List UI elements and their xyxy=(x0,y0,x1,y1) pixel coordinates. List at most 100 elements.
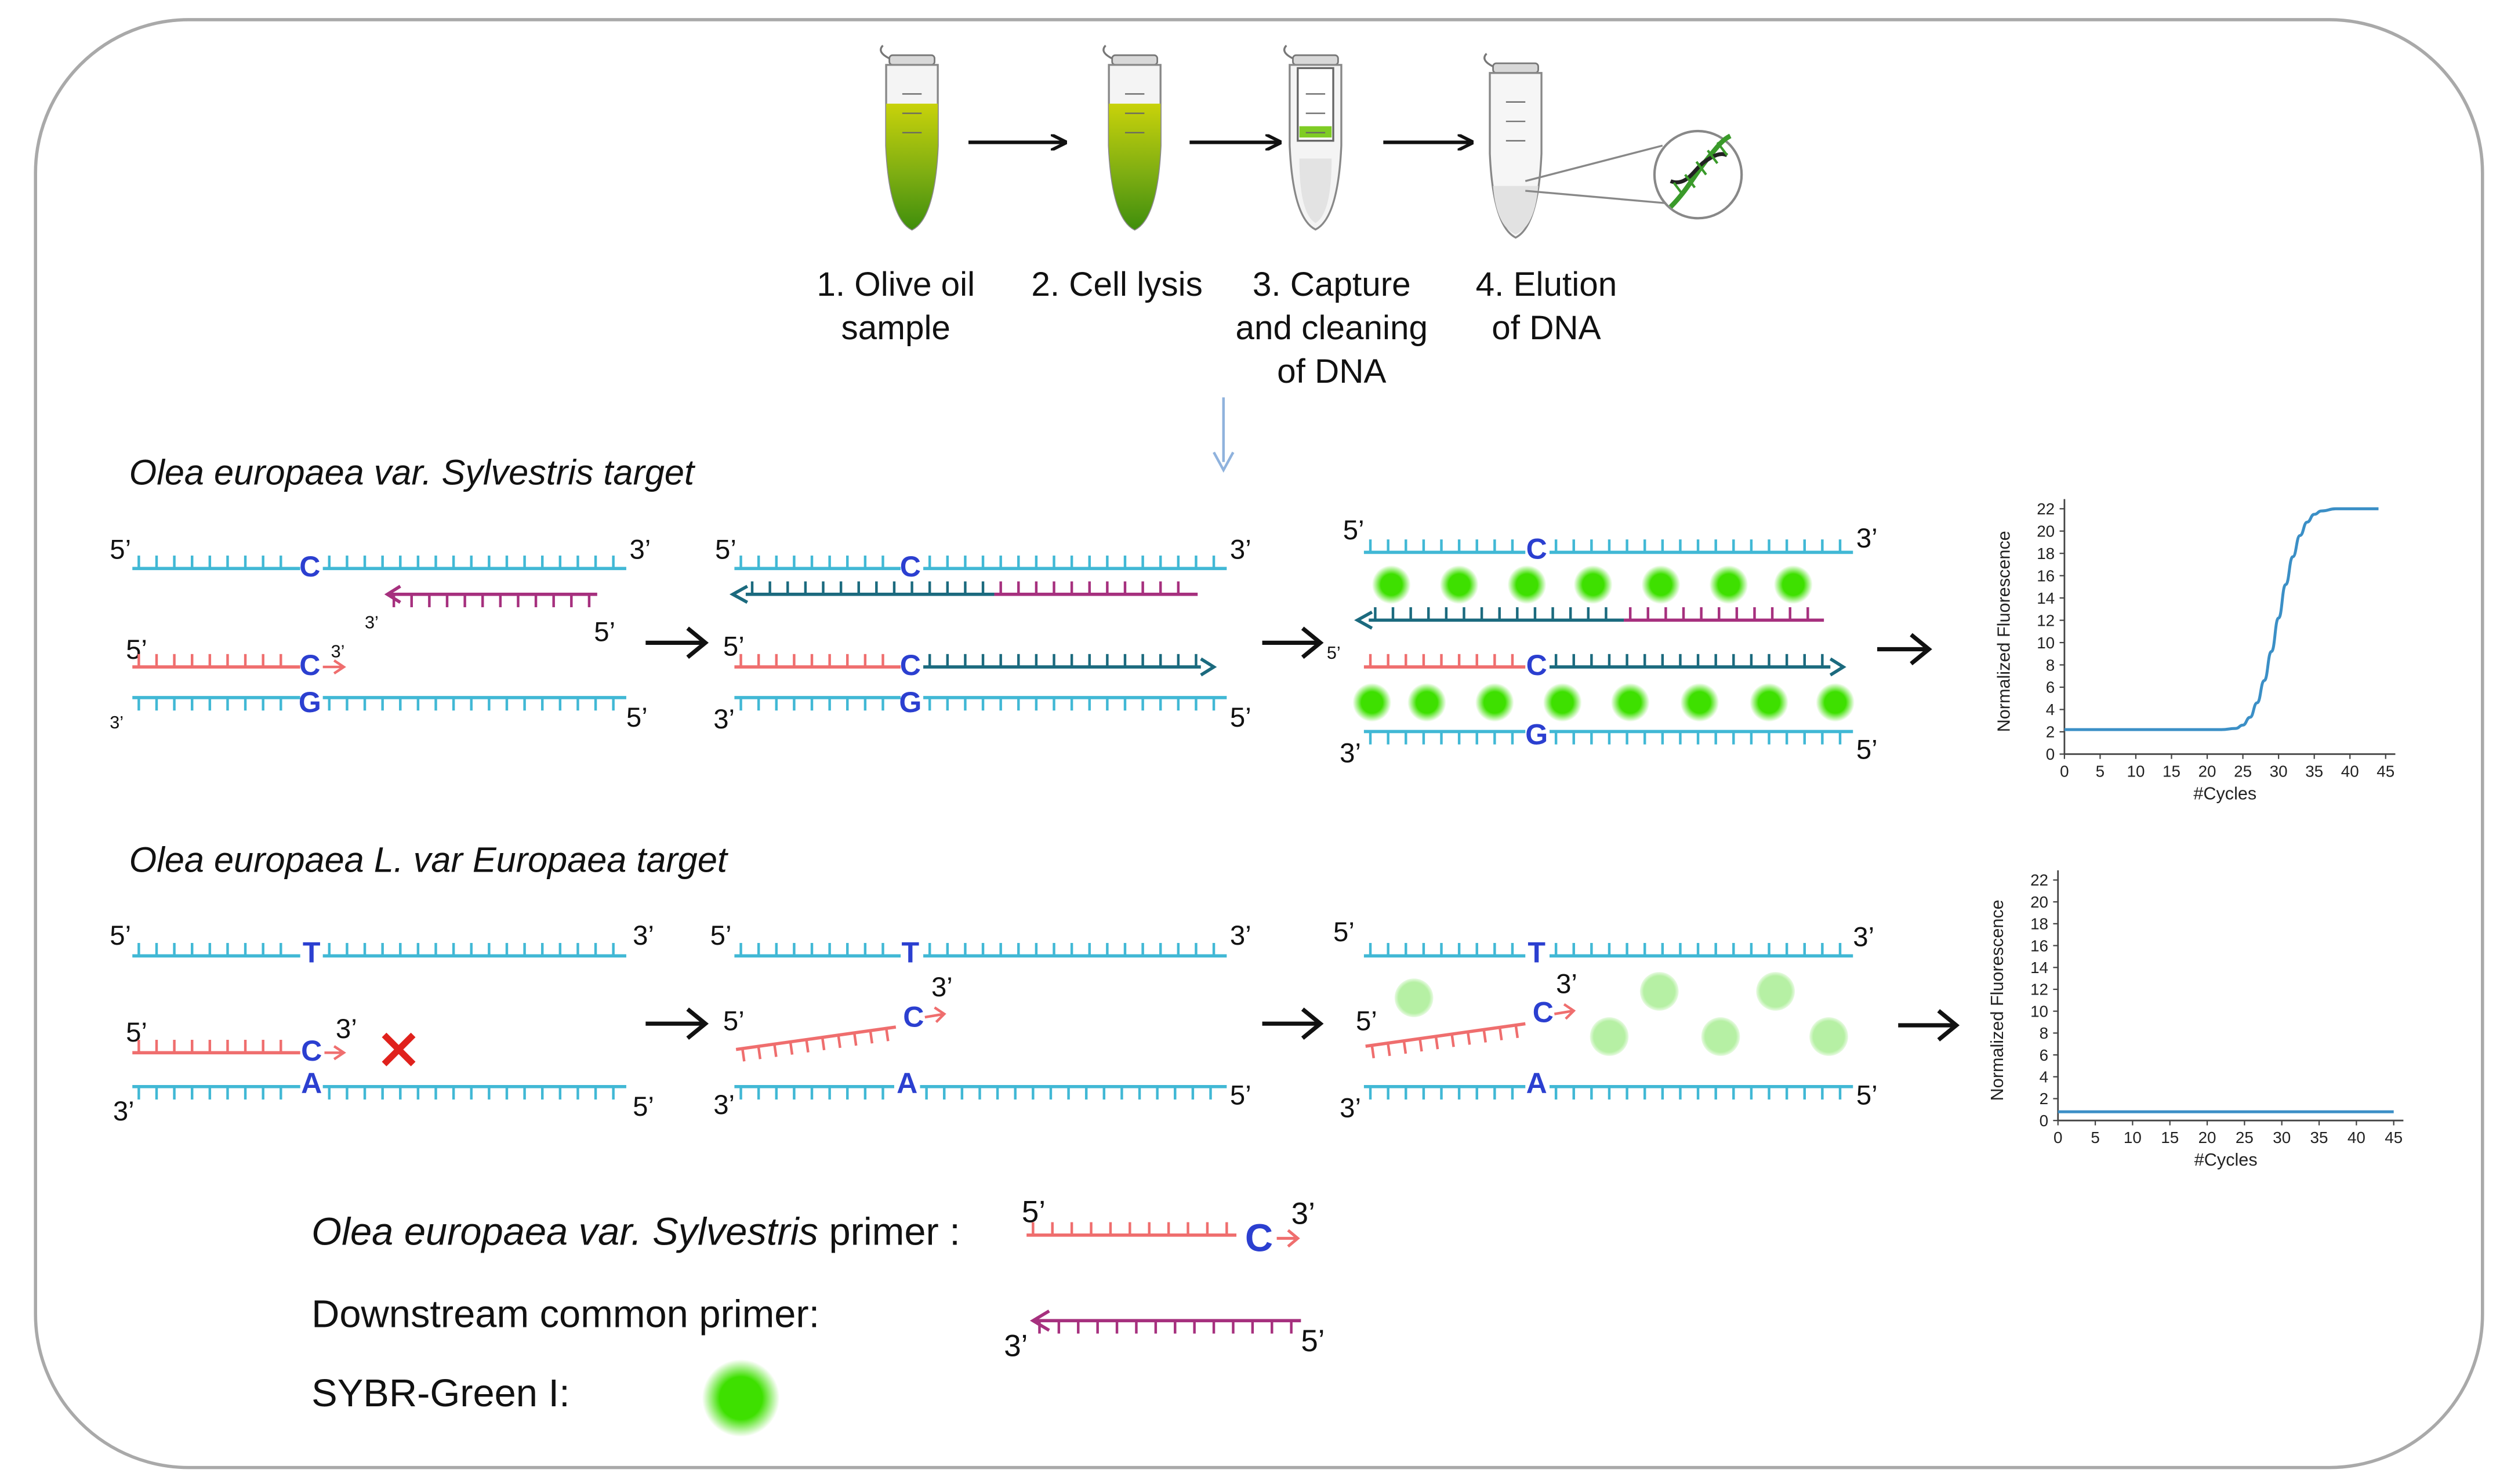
y-tick-label: 6 xyxy=(2040,1046,2048,1064)
template-strand-upper xyxy=(132,556,300,571)
extended-strand xyxy=(923,654,1201,669)
strand-tooth xyxy=(885,1028,890,1042)
three-prime-label: 3’ xyxy=(1856,523,1878,554)
template-strand-lower xyxy=(734,696,901,711)
strand-tooth xyxy=(1402,1040,1407,1054)
sybr-green-dot xyxy=(1507,565,1547,604)
three-prime-label: 3’ xyxy=(1340,1093,1361,1124)
strand-tooth xyxy=(837,1035,841,1048)
y-tick-label: 20 xyxy=(2030,893,2048,911)
sybr-green-dot xyxy=(1756,972,1795,1011)
template-strand-upper xyxy=(1363,539,1526,554)
tilted-primer-group xyxy=(1365,1022,1526,1058)
sybr-green-dot xyxy=(1352,683,1392,722)
template-strand-upper xyxy=(1363,943,1526,958)
sybr-green-dot xyxy=(702,1359,780,1437)
base-letter: A xyxy=(897,1067,917,1100)
template-strand-lower xyxy=(920,1084,1227,1100)
y-tick-label: 10 xyxy=(2030,1002,2048,1020)
legend-sybr-label: SYBR-Green I: xyxy=(311,1372,569,1415)
template-strand-lower xyxy=(322,1084,626,1100)
strand-tooth xyxy=(741,1048,746,1062)
x-tick-label: 20 xyxy=(2198,762,2216,780)
template-strand-lower xyxy=(1363,730,1526,745)
primer-3-arrow xyxy=(324,1045,346,1061)
tube-cap-hinge xyxy=(880,45,890,60)
five-prime-label: 5’ xyxy=(110,535,131,565)
step-arrow-head xyxy=(1301,1007,1324,1040)
legend-common-primer xyxy=(1033,1319,1301,1334)
three-prime-label: 3’ xyxy=(1556,968,1577,999)
legend-common-primer-label: Downstream common primer: xyxy=(311,1293,819,1336)
y-tick-label: 22 xyxy=(2030,871,2048,889)
x-tick-label: 45 xyxy=(2377,762,2394,780)
template-strand-lower xyxy=(734,1084,894,1100)
tube-eluate xyxy=(1299,158,1332,223)
helix-rung xyxy=(1707,150,1719,164)
strand-tooth xyxy=(773,1044,778,1057)
y-tick-label: 2 xyxy=(2046,723,2055,741)
five-prime-label: 5’ xyxy=(1333,917,1355,948)
three-prime-label: 3’ xyxy=(365,612,379,632)
strand-tooth xyxy=(1450,1033,1455,1047)
x-tick-label: 40 xyxy=(2341,762,2359,780)
legend-sylvestris-primer xyxy=(1026,1222,1237,1237)
step-arrow-head xyxy=(1301,626,1324,659)
x-axis-label: #Cycles xyxy=(2193,783,2256,803)
workflow-step-label: of DNA xyxy=(1492,309,1601,347)
base-letter: T xyxy=(901,936,919,968)
base-letter: C xyxy=(299,649,320,681)
five-prime-label: 5’ xyxy=(1230,1080,1251,1111)
three-prime-label: 3’ xyxy=(1340,738,1361,768)
step-arrow-head xyxy=(686,626,709,659)
y-tick-label: 18 xyxy=(2030,915,2048,933)
y-tick-label: 18 xyxy=(2037,545,2055,563)
strand-tooth xyxy=(1514,1025,1519,1039)
strand-tooth xyxy=(1499,1027,1503,1040)
workflow-step-label: sample xyxy=(841,309,950,347)
y-tick-label: 2 xyxy=(2040,1090,2048,1108)
base-letter: C xyxy=(1526,649,1547,681)
five-prime-label: 5’ xyxy=(1856,735,1878,765)
y-tick-label: 14 xyxy=(2037,589,2055,607)
extended-strand xyxy=(1550,654,1831,669)
template-strand-upper xyxy=(923,556,1227,571)
sybr-green-dot xyxy=(1680,683,1719,722)
five-prime-label: 5’ xyxy=(1230,702,1251,733)
tilted-primer-group xyxy=(735,1025,897,1062)
tube-cap xyxy=(1111,54,1159,66)
template-strand-lower xyxy=(132,1084,300,1100)
template-strand-lower xyxy=(923,696,1227,711)
sylvestris-primer xyxy=(734,654,901,669)
strand-tooth xyxy=(1482,1029,1487,1043)
base-letter: G xyxy=(299,686,321,719)
y-tick-label: 10 xyxy=(2037,634,2055,652)
base-letter: C xyxy=(301,1035,322,1067)
legend-primer-label: Olea europaea var. Sylvestris primer : xyxy=(311,1211,960,1254)
base-letter: C xyxy=(900,649,921,681)
y-tick-label: 16 xyxy=(2037,567,2055,585)
sylvestris-primer xyxy=(1363,654,1526,669)
zoom-line xyxy=(1525,190,1672,205)
template-strand-lower xyxy=(1363,1084,1526,1100)
strand-tooth xyxy=(1370,1045,1376,1058)
x-tick-label: 35 xyxy=(2310,1129,2328,1146)
five-prime-label: 5’ xyxy=(1327,643,1341,663)
y-axis-label: Normalized Fluorescence xyxy=(1987,899,2007,1101)
sybr-green-dot xyxy=(1439,565,1479,604)
helix-strand xyxy=(1670,152,1728,184)
template-strand-lower xyxy=(322,696,626,711)
template-strand-upper xyxy=(923,943,1227,958)
sybr-green-dot xyxy=(1809,1017,1848,1056)
three-prime-label: 3’ xyxy=(110,713,124,732)
x-tick-label: 45 xyxy=(2385,1129,2403,1146)
workflow-step-label: 2. Cell lysis xyxy=(1031,266,1202,303)
y-tick-label: 8 xyxy=(2046,656,2055,674)
template-strand-upper xyxy=(1550,943,1853,958)
fluorescence-curve xyxy=(2064,507,2379,731)
extended-strand xyxy=(1369,607,1624,622)
primer-3-arrow xyxy=(924,1006,946,1023)
tube-liquid xyxy=(886,103,938,230)
three-prime-label: 3’ xyxy=(713,1090,735,1120)
